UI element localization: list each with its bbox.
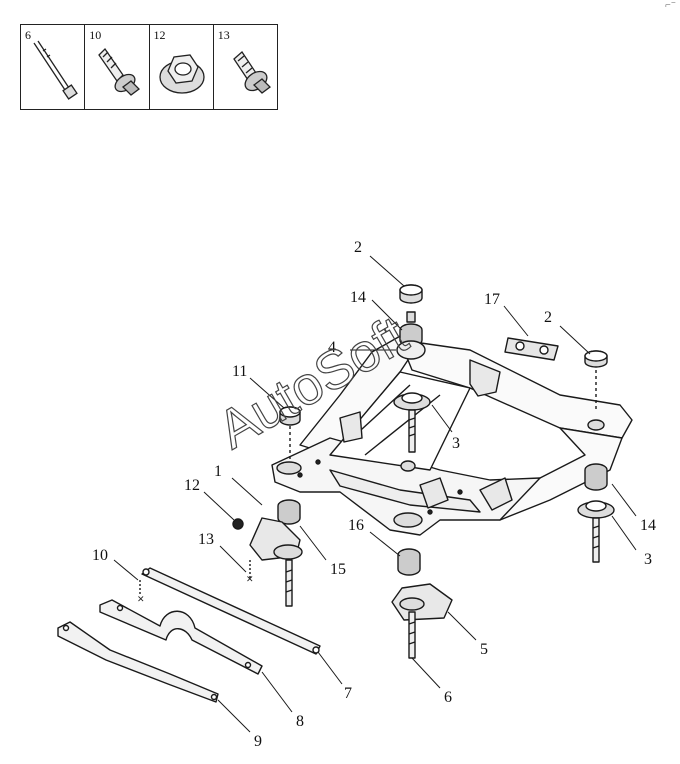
legend-number: 10: [89, 28, 102, 42]
flange-nut-icon: [158, 54, 205, 94]
legend-number: 6: [25, 28, 31, 42]
mounting-plate-17: [504, 337, 559, 361]
subframe-assembly: [271, 334, 633, 536]
short-bolt-icon: [98, 47, 141, 96]
legend-cell-13: 13: [214, 25, 277, 109]
brace-bar-8: [99, 599, 263, 675]
left-front-mount: ✕: [232, 406, 303, 607]
flange-bolt-icon: [232, 51, 271, 94]
callout-label: 16: [348, 517, 364, 534]
callout-label: 8: [296, 713, 304, 730]
callout-label: 12: [184, 477, 200, 494]
callout-label: 14: [640, 517, 656, 534]
callout-label: 11: [232, 363, 247, 380]
callout-label: 10: [92, 547, 108, 564]
svg-text:✕: ✕: [137, 594, 145, 604]
callout-numbers: 2 14 17 2 4 11 3 12 1 13 16 14 15 3 10 5…: [92, 239, 656, 750]
leader-lines: [113, 255, 637, 733]
callout-label: 17: [484, 291, 500, 308]
long-bolt-icon: [33, 40, 78, 100]
brace-bar-7: ✕: [137, 567, 321, 655]
callout-label: 7: [344, 685, 352, 702]
callout-label: 13: [198, 531, 214, 548]
callout-label: 2: [354, 239, 362, 256]
callout-label: 4: [328, 339, 336, 356]
callout-label: 3: [452, 435, 460, 452]
front-center-mount: [391, 548, 453, 659]
callout-label: 2: [544, 309, 552, 326]
callout-label: 14: [350, 289, 366, 306]
parts-legend: 6 10 12: [20, 24, 278, 110]
callout-label: 3: [644, 551, 652, 568]
callout-label: 5: [480, 641, 488, 658]
legend-cell-10: 10: [85, 25, 150, 109]
svg-text:✕: ✕: [246, 574, 254, 584]
rear-mount-upper: [396, 284, 426, 360]
legend-number: 13: [217, 28, 230, 42]
legend-cell-6: 6: [21, 25, 86, 109]
callout-label: 1: [214, 463, 222, 480]
legend-number: 12: [153, 28, 166, 42]
callout-label: 15: [330, 561, 346, 578]
right-mount: [577, 350, 615, 563]
legend-cell-12: 12: [150, 25, 214, 109]
brace-bar-9: [57, 621, 219, 703]
callout-label: 9: [254, 733, 262, 750]
rear-mount-lower: [393, 392, 431, 453]
callout-label: 6: [444, 689, 452, 706]
corner-mark: ⌐⁻: [665, 0, 676, 11]
